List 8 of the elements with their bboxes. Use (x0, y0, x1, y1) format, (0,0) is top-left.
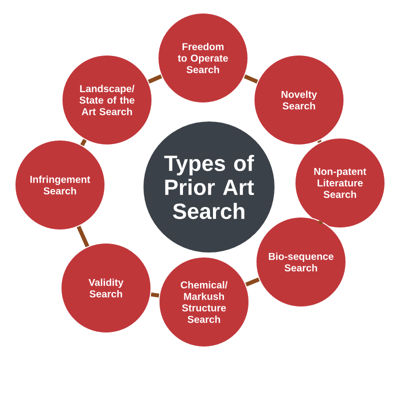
connector-line (80, 138, 87, 146)
connector-line (245, 278, 260, 286)
connector-line (244, 74, 258, 84)
connector-line (148, 74, 162, 84)
connector-line (317, 140, 322, 144)
connector-line (318, 220, 323, 225)
connector-line (150, 292, 160, 298)
connector-line (76, 226, 90, 248)
